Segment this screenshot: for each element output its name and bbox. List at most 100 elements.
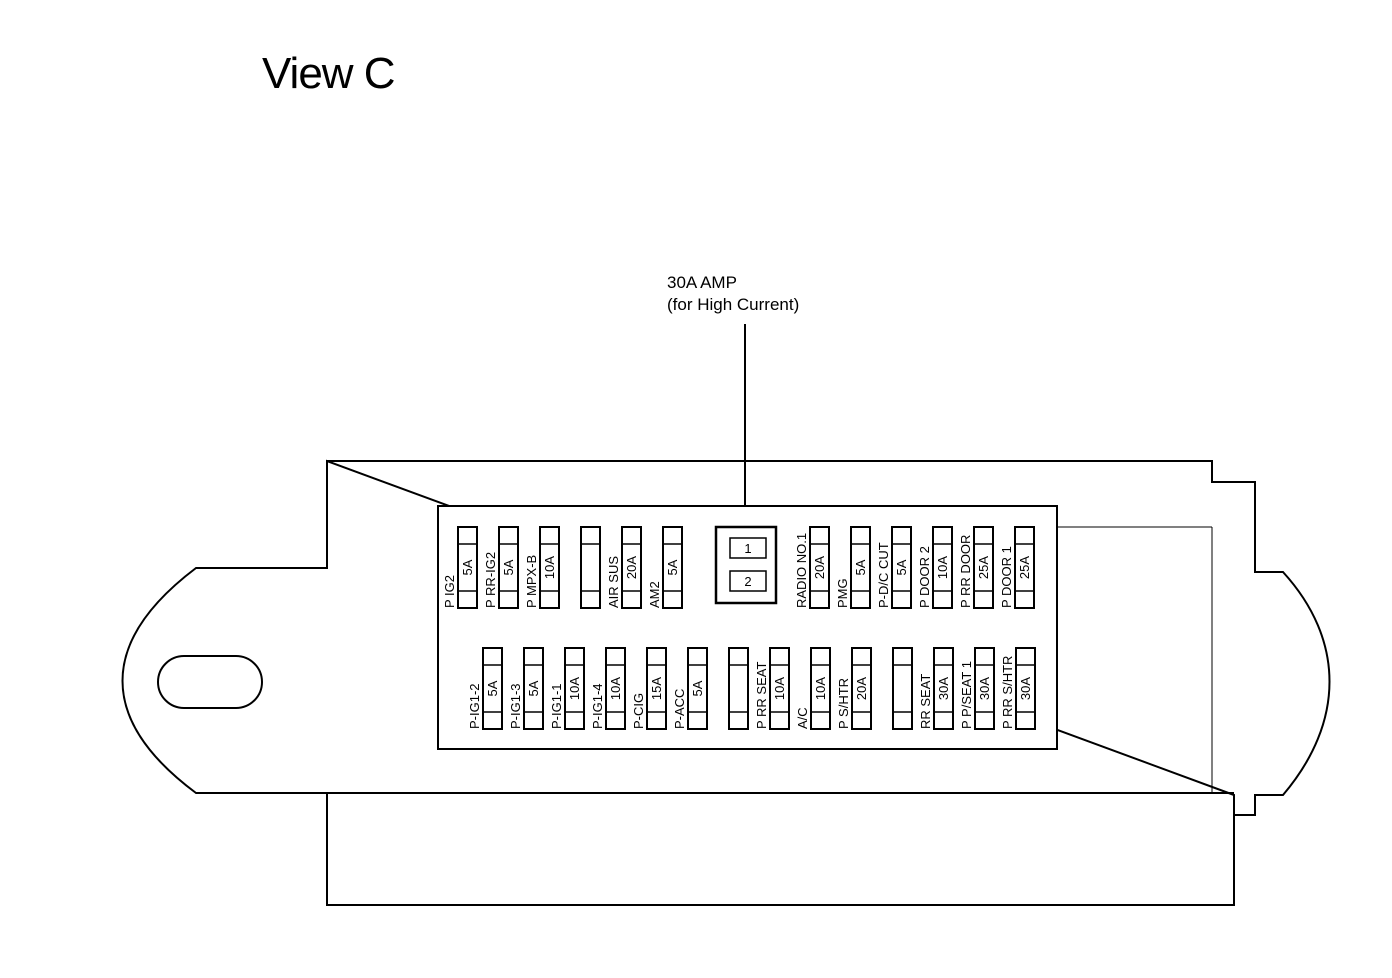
- fuse-name-label: RR SEAT: [918, 674, 933, 729]
- fuse-name-label: P-IG1-1: [549, 683, 564, 729]
- fuse-name-label: PMG: [835, 578, 850, 608]
- fuse-name-label: P S/HTR: [836, 678, 851, 729]
- fuse-amp-label: 5A: [894, 559, 909, 575]
- fuse-name-label: P IG2: [442, 575, 457, 608]
- fuse-body: [769, 647, 790, 730]
- fuse-body: [810, 647, 831, 730]
- fuse-name-label: P-CIG: [631, 693, 646, 729]
- fuse-body: [809, 526, 830, 609]
- empty-fuse-slot: [892, 647, 913, 730]
- empty-fuse-slot: [580, 526, 601, 609]
- fuse-name-label: RADIO NO.1: [794, 533, 809, 608]
- fuse-p-rr-ig2[interactable]: 5AP RR-IG2: [483, 526, 519, 609]
- fuse-body: [973, 526, 994, 609]
- fuse-amp-label: 20A: [812, 556, 827, 579]
- fuse-name-label: P-IG1-4: [590, 683, 605, 729]
- fuse-body: [932, 526, 953, 609]
- fuse-body: [646, 647, 667, 730]
- fuse-body: [621, 526, 642, 609]
- fuse-amp-label: 10A: [935, 556, 950, 579]
- fuse-amp-label: 10A: [772, 677, 787, 700]
- fuse-amp-label: 5A: [665, 559, 680, 575]
- view-title: View C: [262, 49, 396, 98]
- fuse-body: [564, 647, 585, 730]
- fuse-body: [605, 647, 626, 730]
- fuse-amp-label: 25A: [1017, 556, 1032, 579]
- fuse-amp-label: 15A: [649, 677, 664, 700]
- fuse-amp-label: 30A: [1018, 677, 1033, 700]
- empty-fuse-slot: [728, 647, 749, 730]
- fuse-amp-label: 30A: [936, 677, 951, 700]
- fuse-box-housing: [121, 459, 1331, 906]
- fuse-body: [933, 647, 954, 730]
- fuse-name-label: P RR DOOR: [958, 535, 973, 608]
- fuse-name-label: A/C: [795, 707, 810, 729]
- fuse-name-label: AIR SUS: [606, 556, 621, 608]
- fuse-body: [1014, 526, 1035, 609]
- fuse-p-ig2[interactable]: 5AP IG2: [442, 526, 478, 609]
- fuse-p-d-c-cut[interactable]: 5AP-D/C CUT: [876, 526, 912, 609]
- fuse-body: [457, 526, 478, 609]
- fuse-amp-label: 10A: [542, 556, 557, 579]
- fuse-amp-label: 25A: [976, 556, 991, 579]
- fuse-name-label: P-IG1-3: [508, 683, 523, 729]
- fuse-amp-label: 20A: [854, 677, 869, 700]
- relay-terminal-2: [729, 570, 767, 592]
- fuse-name-label: P P/SEAT 1: [959, 661, 974, 729]
- fuse-name-label: P MPX-B: [524, 555, 539, 608]
- relay-terminal-2-label: 2: [744, 574, 751, 589]
- fuse-name-label: AM2: [647, 581, 662, 608]
- fuse-amp-label: 30A: [977, 677, 992, 700]
- relay-body: [714, 525, 778, 605]
- fuse-name-label: P RR S/HTR: [1000, 656, 1015, 729]
- fuse-body: [891, 526, 912, 609]
- fuse-amp-label: 5A: [460, 559, 475, 575]
- fuse-p-acc[interactable]: 5AP-ACC: [672, 647, 708, 730]
- fuse-amp-label: 5A: [485, 680, 500, 696]
- fuse-body: [974, 647, 995, 730]
- callout-label: 30A AMP (for High Current): [667, 272, 799, 316]
- mounting-slot: [157, 655, 263, 709]
- fuse-p-ig1-3[interactable]: 5AP-IG1-3: [508, 647, 544, 730]
- fuse-body: [1015, 647, 1036, 730]
- relay-terminal-1-label: 1: [744, 541, 751, 556]
- fuse-name-label: P RR SEAT: [754, 662, 769, 729]
- fuse-name-label: P RR-IG2: [483, 552, 498, 608]
- fuse-body: [523, 647, 544, 730]
- fuse-name-label: P-D/C CUT: [876, 542, 891, 608]
- callout-line-2: (for High Current): [667, 295, 800, 314]
- fuse-body: [482, 647, 503, 730]
- fuse-body: [850, 526, 871, 609]
- fuse-amp-label: 5A: [853, 559, 868, 575]
- fuse-name-label: P DOOR 1: [999, 546, 1014, 608]
- fuse-p-ig1-2[interactable]: 5AP-IG1-2: [467, 647, 503, 730]
- fuse-amp-label: 10A: [567, 677, 582, 700]
- relay-terminal-1: [729, 537, 767, 559]
- fuse-body: [687, 647, 708, 730]
- fuse-name-label: P-IG1-2: [467, 683, 482, 729]
- fuse-amp-label: 10A: [608, 677, 623, 700]
- relay-30a-amp[interactable]: 1 2: [714, 525, 778, 605]
- fuse-amp-label: 5A: [526, 680, 541, 696]
- callout-line-1: 30A AMP: [667, 273, 737, 292]
- fuse-name-label: P DOOR 2: [917, 546, 932, 608]
